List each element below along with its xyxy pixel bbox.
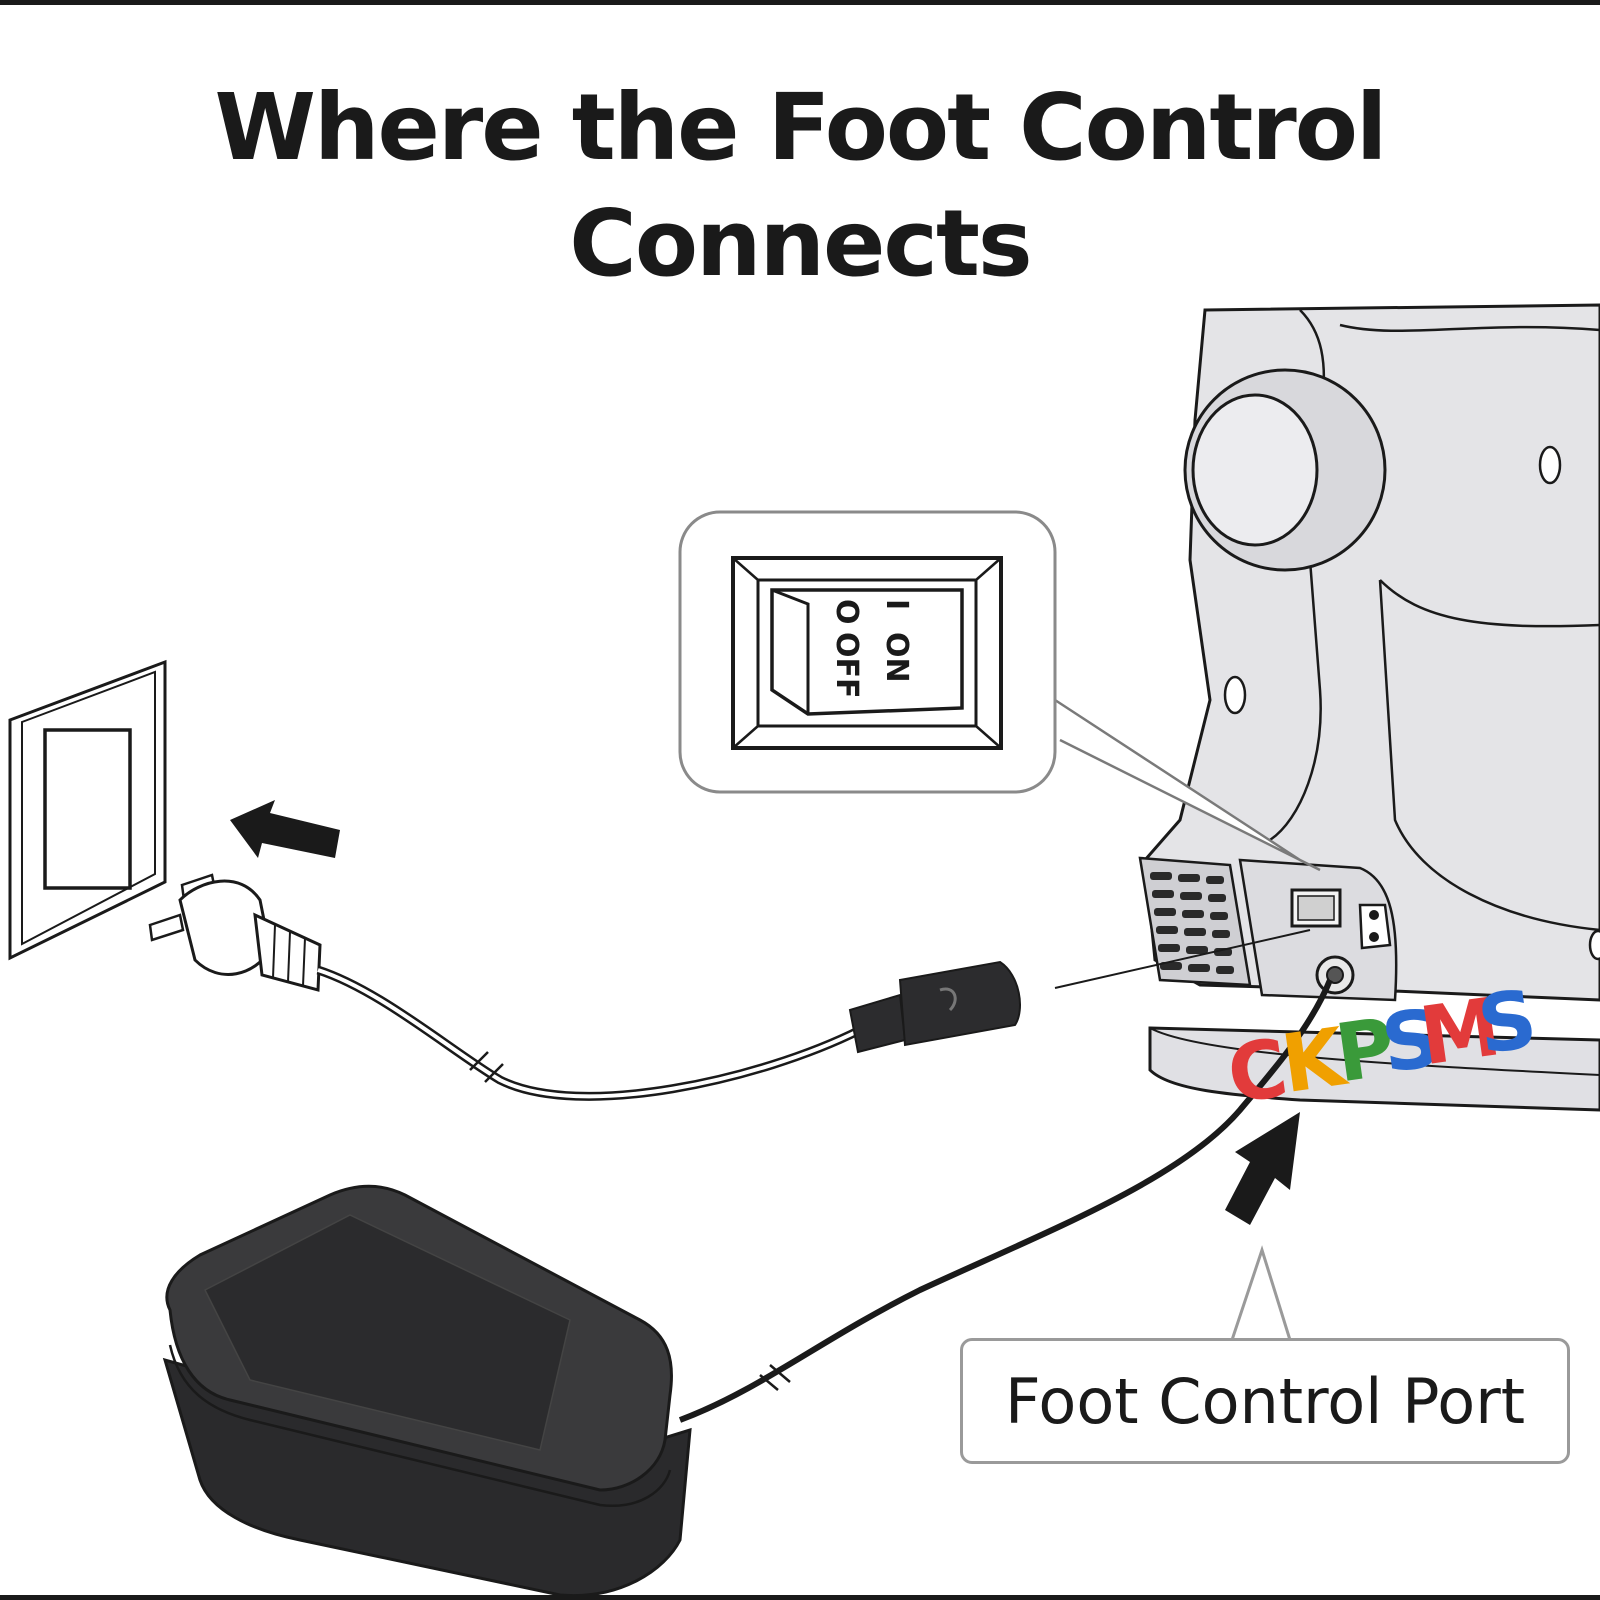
title-line-2: Connects [569, 190, 1032, 297]
power-plug-icon [148, 873, 322, 992]
appliance-connector-icon [848, 960, 1021, 1054]
svg-text:S: S [1376, 991, 1446, 1091]
arrow-to-outlet-icon [230, 800, 340, 858]
callout-pointer [1230, 1245, 1292, 1341]
foot-pedal-cord [678, 978, 1333, 1423]
svg-text:C: C [1222, 1021, 1293, 1121]
foot-control-port-callout: Foot Control Port [960, 1338, 1570, 1464]
diagram-title: Where the Foot Control Connects [0, 70, 1600, 302]
foot-control-port-label: Foot Control Port [1004, 1364, 1526, 1438]
switch-on-symbol: I [879, 599, 914, 610]
svg-text:P: P [1330, 1000, 1401, 1100]
wall-outlet-icon [8, 659, 167, 961]
title-line-1: Where the Foot Control [214, 74, 1388, 181]
arrow-to-port-icon [1225, 1112, 1300, 1225]
switch-on-label: ON [879, 632, 914, 683]
switch-off-label: OFF [829, 632, 864, 699]
sewing-machine [1138, 303, 1600, 1112]
watermark-logo: C K P S M S [1222, 972, 1542, 1122]
connector-leader-line [1054, 929, 1311, 989]
svg-text:S: S [1472, 972, 1542, 1072]
power-cord [316, 965, 863, 1101]
switch-inset: I ON O OFF [678, 510, 1321, 872]
svg-text:M: M [1414, 980, 1506, 1083]
foot-pedal-icon [162, 1184, 692, 1598]
switch-off-symbol: O [829, 599, 864, 625]
